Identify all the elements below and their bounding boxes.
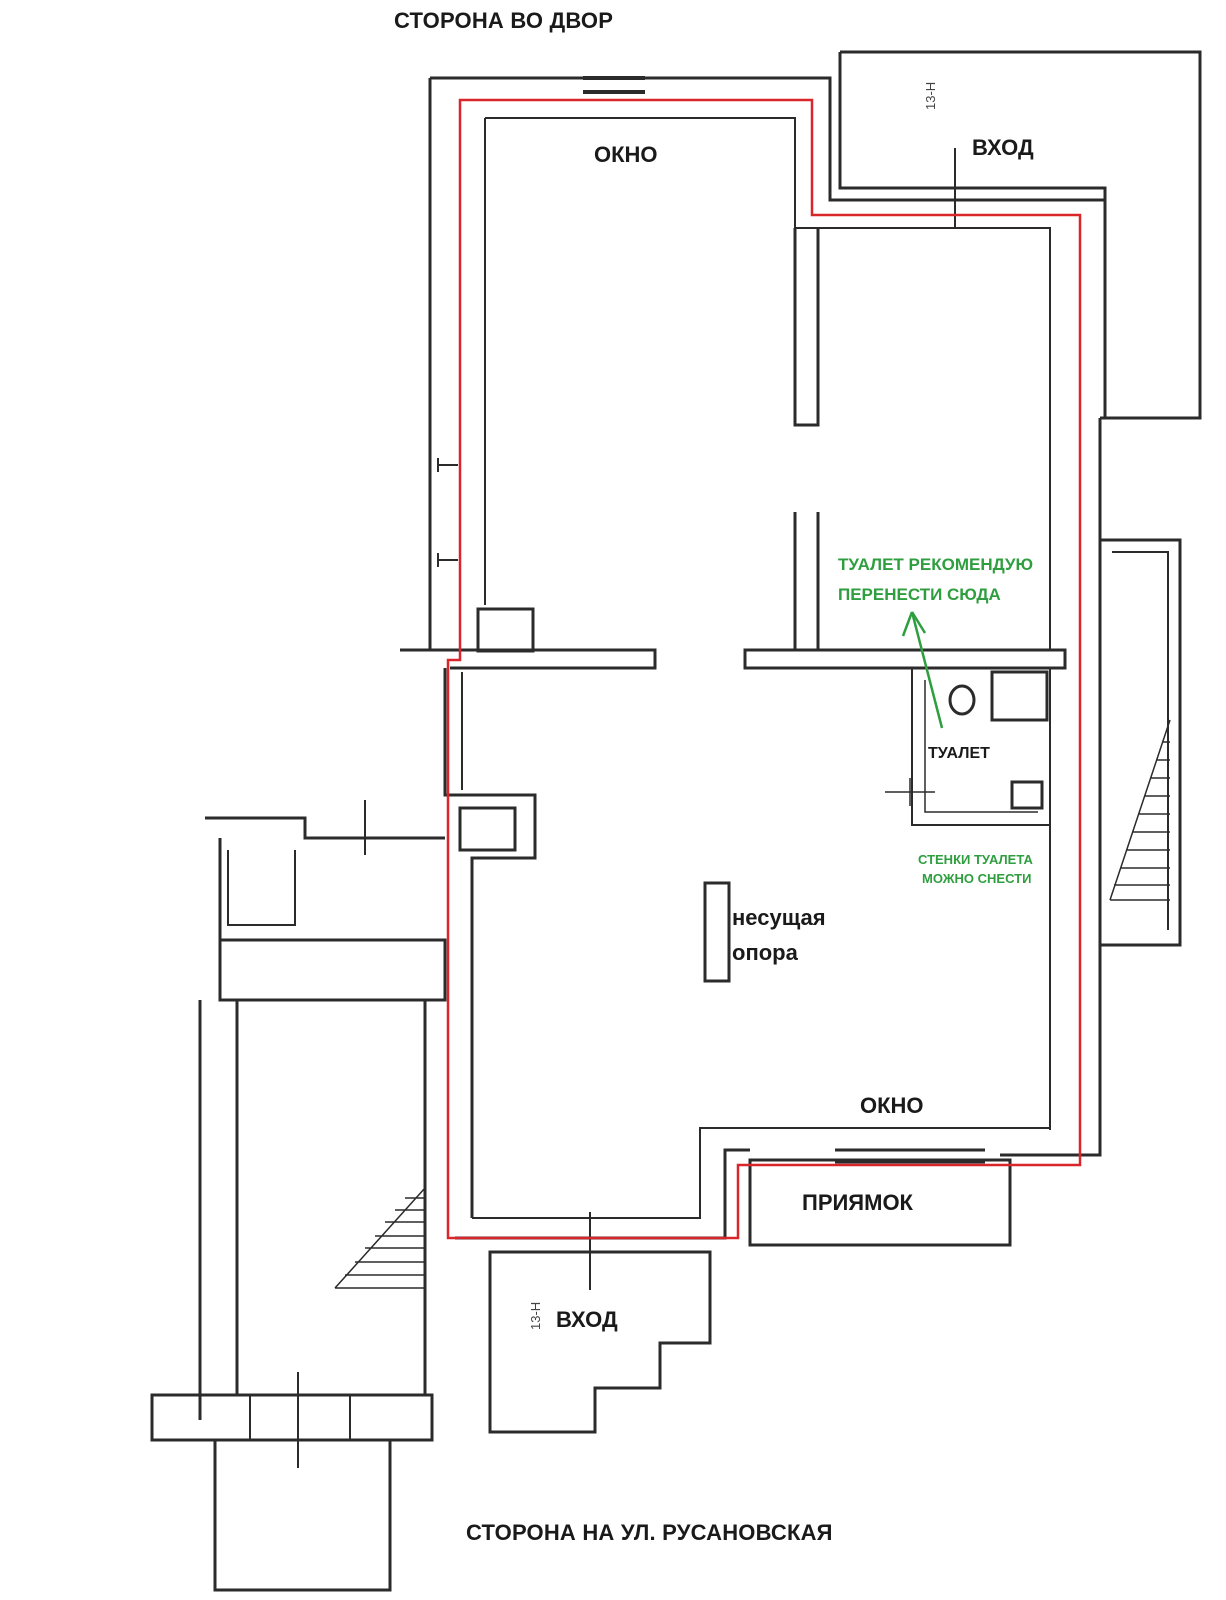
toilet-niche	[990, 670, 1049, 722]
walls-note-line1: СТЕНКИ ТУАЛЕТА	[918, 852, 1033, 867]
left-stair-steps	[334, 1187, 426, 1289]
partition-left	[400, 648, 657, 670]
pit-label: ПРИЯМОК	[802, 1190, 913, 1215]
niche-lower	[458, 806, 517, 852]
entrance-bottom-label: ВХОД	[556, 1307, 618, 1332]
outer-wall-right-lower	[1000, 418, 1102, 1157]
stamp-bottom: 13-Н	[528, 1302, 543, 1330]
sink	[1010, 780, 1044, 810]
window-bottom-label: ОКНО	[860, 1093, 924, 1118]
left-door-mark-upper	[437, 458, 458, 472]
right-stair-frame	[1100, 538, 1182, 947]
window-top-label: ОКНО	[594, 142, 658, 167]
left-structure-inner	[227, 850, 296, 926]
bottom-left-landing-divs	[249, 1395, 351, 1440]
left-door-mark-lower	[437, 553, 458, 567]
partition-right	[743, 648, 1067, 670]
right-stair-steps	[1109, 719, 1171, 901]
yard-annex-wall	[840, 50, 1202, 420]
niche-upper	[476, 607, 535, 653]
entrance-block	[488, 1250, 712, 1434]
toilet-wall	[911, 668, 1050, 826]
walls-note-line2: МОЖНО СНЕСТИ	[922, 871, 1032, 886]
stamp-top: 13-Н	[923, 82, 938, 110]
window-bottom	[835, 1148, 985, 1164]
entrance-top-label: ВХОД	[972, 135, 1034, 160]
toilet-inner	[924, 680, 1038, 813]
recommend-label-line2: ПЕРЕНЕСТИ СЮДА	[838, 585, 1001, 604]
bottom-left-box	[213, 1440, 392, 1592]
bottom-side-label: СТОРОНА НА УЛ. РУСАНОВСКАЯ	[466, 1520, 833, 1545]
left-structure-frame	[218, 838, 447, 1002]
pit-outline	[748, 1158, 1012, 1247]
bottom-wall	[472, 1127, 1050, 1219]
boundary-highlight	[446, 98, 1082, 1240]
bottom-wall-outer	[455, 1148, 750, 1240]
bearing-column	[703, 881, 731, 983]
left-structure-top	[205, 816, 445, 840]
top-side-label: СТОРОНА ВО ДВОР	[394, 8, 614, 33]
toilet-label: ТУАЛЕТ	[928, 745, 990, 762]
partition-stub-lower	[793, 512, 820, 652]
outer-wall-left-lower	[443, 668, 537, 1218]
bottom-left-landing	[150, 1393, 434, 1442]
column-label-line2: опора	[732, 940, 798, 965]
toilet-bowl	[948, 684, 976, 716]
toilet-door	[885, 778, 935, 806]
partition-stub-upper	[793, 228, 820, 427]
left-stair-block	[235, 1000, 427, 1397]
window-top	[583, 76, 645, 94]
column-label-line1: несущая	[732, 905, 826, 930]
yard-annex-inner	[838, 52, 1107, 418]
recommend-label-line1: ТУАЛЕТ РЕКОМЕНДУЮ	[838, 555, 1034, 574]
recommend-arrow	[901, 611, 944, 729]
right-stair-inner	[1112, 551, 1169, 930]
